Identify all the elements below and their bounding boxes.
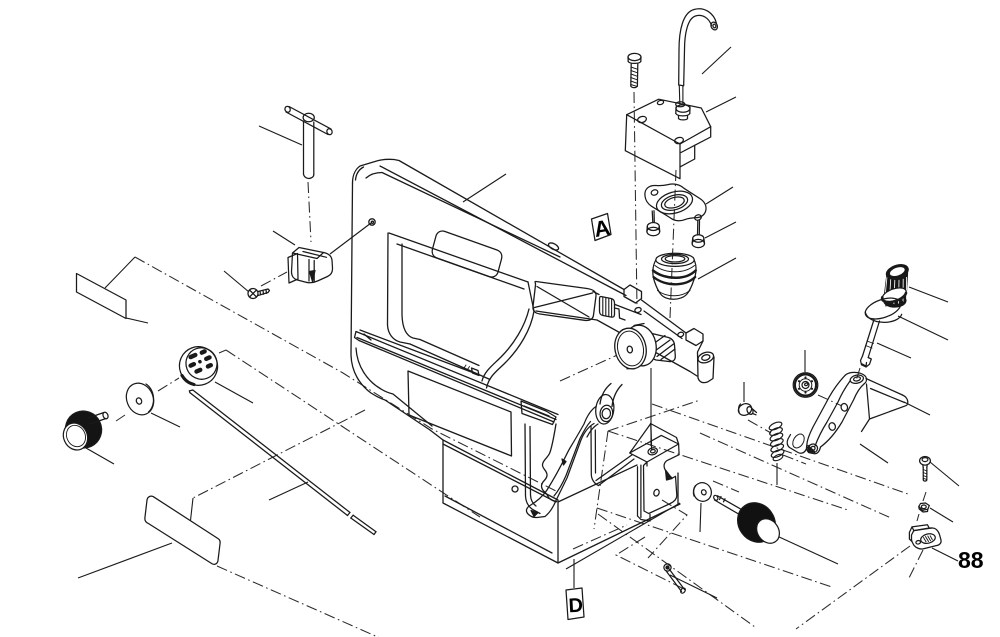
svg-text:D: D <box>568 595 584 618</box>
svg-text:88: 88 <box>958 547 984 573</box>
svg-text:A: A <box>592 215 612 242</box>
